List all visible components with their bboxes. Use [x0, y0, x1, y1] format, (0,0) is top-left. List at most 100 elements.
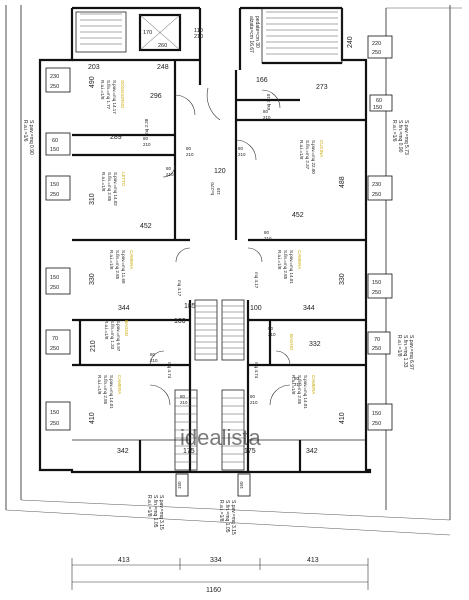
note-right-1: S.pav.=mq 5.73	[403, 120, 409, 155]
bottom-dim-413a: 413	[118, 557, 130, 564]
note-right-2: S.fin.=mq 0.90	[397, 120, 403, 153]
win-5-h: 250	[50, 346, 59, 352]
door-h: 210	[268, 332, 276, 337]
win-4-h: 250	[50, 285, 59, 291]
note-rl-1: S.pav.=mq 6.97	[408, 335, 414, 370]
win-8-w: 60	[376, 98, 382, 104]
room-name-7: BAGNO	[289, 334, 294, 351]
win-8-h: 150	[373, 105, 382, 111]
staircase-bottom	[174, 389, 245, 471]
win-12-w: 150	[372, 411, 381, 417]
dim-185: 185	[184, 303, 196, 310]
lift-door-h: 210	[194, 34, 203, 40]
dim-488: 488	[339, 176, 346, 188]
room-name-5: CAMERA	[297, 250, 302, 269]
note-left-2: R.a.i.=1/6	[22, 120, 28, 142]
bottom-dim-413b: 413	[307, 557, 319, 564]
win-11-h: 250	[372, 346, 381, 352]
win-13-w: 150	[177, 481, 182, 489]
note-right-3: R.a.i.=1/6	[391, 120, 397, 142]
note-rl-3: R.a.i.=1/8	[396, 335, 402, 357]
win-6-h: 250	[50, 421, 59, 427]
room-fin-8: S.fin.=mq 2.85	[103, 375, 108, 405]
dim-273: 273	[316, 84, 328, 91]
win-4-w: 150	[50, 275, 59, 281]
room-fin-5: S.fin.=mq 2.85	[283, 250, 288, 280]
dim-452a: 452	[140, 223, 152, 230]
win-1-h: 250	[50, 84, 59, 90]
room-letto: LETTO S.pav.=mq 14.02 S.fin.=mq 2.85 R.a…	[101, 172, 126, 206]
room-ra-4: R.a.i.=1/8	[109, 250, 114, 270]
door-h: 210	[180, 400, 188, 405]
lift-width: 170	[143, 30, 152, 36]
win-14-w: 150	[239, 481, 244, 489]
note-alzata: alzata=cm 16.67	[248, 16, 254, 53]
dim-100b: 100	[250, 305, 262, 312]
door-w: 80	[186, 146, 192, 151]
dim-166: 166	[256, 77, 268, 84]
lift-shaft: 170 260 110 210	[138, 13, 203, 52]
room-ra-9: R.a.i.=1/8	[291, 375, 296, 395]
dim-ent110: 110	[216, 187, 221, 195]
note-b-5: S.fin.=mq 1.05	[224, 500, 230, 533]
door-h: 210	[143, 142, 151, 147]
dim-490: 490	[89, 76, 96, 88]
door-h: 210	[263, 115, 271, 120]
win-7-w: 220	[372, 41, 381, 47]
dim-mq238: mq 2.38	[144, 118, 149, 135]
dim-h270: h=270	[210, 182, 215, 195]
door-w: 80	[250, 394, 256, 399]
room-fin-2: S.fin.=mq 2.37	[305, 140, 310, 170]
win-6-w: 150	[50, 410, 59, 416]
dim-203: 203	[88, 64, 100, 71]
building-walls	[38, 6, 372, 474]
note-b-2: S.fin.=mq 1.05	[152, 495, 158, 528]
room-ra-8: R.a.i.=1/8	[97, 375, 102, 395]
door-w: 80	[238, 146, 244, 151]
note-pedate: pedate=cm 30	[254, 16, 260, 48]
room-fin-6: S.fin.=mq 1.33	[110, 320, 115, 350]
room-ra-3: R.a.i.=1/8	[101, 172, 106, 192]
windows: 230 250 60 150 150 250 150 250 70 250 15…	[45, 35, 393, 497]
room-camera-3: CAMERA S.pav.=mq 14.01 S.fin.=mq 2.85 R.…	[97, 375, 122, 409]
dim-296: 296	[150, 93, 162, 100]
dim-mq310: mq 3.10	[266, 93, 271, 110]
outer-frame	[5, 5, 462, 536]
dim-120: 120	[214, 168, 226, 175]
win-2-w: 60	[52, 138, 58, 144]
room-name-9: CAMERA	[311, 375, 316, 394]
room-fin-1: S.fin.=mq 1.77	[106, 80, 111, 110]
door-h: 210	[238, 152, 246, 157]
door-w: 80	[268, 326, 274, 331]
win-7-h: 250	[372, 50, 381, 56]
room-area-2: S.pav.=mq 22.00	[311, 140, 316, 174]
room-ra-5: R.a.i.=1/8	[277, 250, 282, 270]
note-b-4: S.pav.=mq 3.15	[230, 500, 236, 535]
win-10-w: 150	[372, 280, 381, 286]
room-bagno-2: BAGNO	[289, 334, 294, 351]
staircase-top-left	[75, 11, 127, 53]
dim-248: 248	[157, 64, 169, 71]
dim-240: 240	[347, 36, 354, 48]
dim-330a: 330	[89, 273, 96, 285]
room-name-8: CAMERA	[117, 375, 122, 394]
dim-175b: 175	[244, 448, 256, 455]
door-w: 80	[166, 166, 172, 171]
door-labels: 80 210 80 210 80 210 80 210 80 210 80 21…	[143, 109, 302, 405]
dim-mq474a: mq 4.74	[167, 362, 172, 379]
dim-175a: 175	[183, 448, 195, 455]
staircase-center	[194, 299, 245, 361]
staircase-top-right	[266, 11, 338, 55]
door-w: 80	[263, 109, 269, 114]
dim-410b: 410	[339, 412, 346, 424]
door-h: 210	[250, 400, 258, 405]
door-swings	[149, 87, 291, 406]
dim-344a: 344	[118, 305, 130, 312]
door-w: 80	[150, 352, 156, 357]
door-w: 80	[264, 230, 270, 235]
note-left-1: S.pav.=mq 0.90	[28, 120, 34, 155]
inner-dimensions: 203 248 296 490 166 273 240 289 452 452 …	[88, 36, 354, 455]
lift-depth: 260	[158, 43, 167, 49]
dim-330b: 330	[339, 273, 346, 285]
